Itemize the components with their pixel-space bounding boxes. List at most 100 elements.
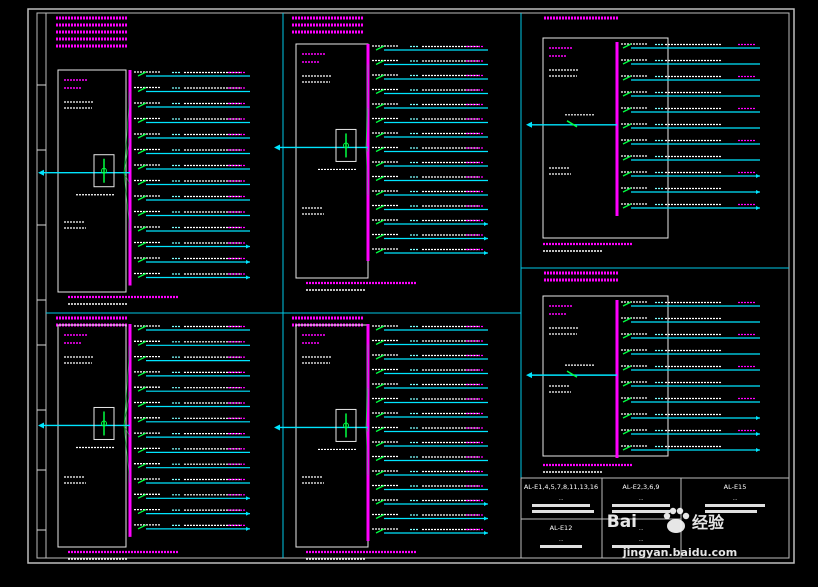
- title-cell-4-line-3: [705, 504, 765, 507]
- circuit-breaker-symbol: [137, 509, 147, 515]
- main-breaker-symbol: [566, 120, 578, 128]
- circuit-breaker-symbol: [622, 91, 632, 97]
- main-breaker-contact: [101, 420, 107, 427]
- circuit-breaker-symbol: [137, 401, 147, 408]
- interconnect-line: [123, 137, 131, 173]
- interconnect-line: [365, 427, 369, 476]
- interconnect-line: [123, 345, 131, 426]
- title-cell-2-line-1: AL-E2,3,6,9: [622, 483, 659, 491]
- outgoing-arrow-icon: [756, 448, 760, 452]
- circuit-breaker-symbol: [137, 371, 147, 377]
- main-breaker-frame: [335, 128, 357, 162]
- outgoing-arrow-icon: [484, 531, 488, 535]
- title-cell-4-line-4: [705, 510, 757, 513]
- outgoing-arrow-icon: [246, 496, 250, 501]
- circuit-breaker-symbol: [622, 203, 632, 209]
- circuit-breaker-symbol: [137, 102, 147, 108]
- incoming-arrow-icon: [274, 144, 280, 151]
- title-cell-5-line-2: ...: [639, 537, 644, 543]
- watermark-brand: Bai: [607, 512, 637, 532]
- outgoing-arrow-icon: [246, 244, 250, 249]
- circuit-breaker-symbol: [137, 356, 147, 362]
- circuit-breaker-symbol: [137, 325, 147, 331]
- interconnect-line: [365, 427, 369, 432]
- circuit-breaker-symbol: [137, 179, 147, 186]
- circuit-breaker-symbol: [375, 368, 385, 375]
- circuit-breaker-symbol: [375, 499, 385, 505]
- panel-enclosure-box: [57, 69, 127, 293]
- schematic-panel-6: [526, 271, 760, 473]
- title-cell-2-line-2: ...: [639, 496, 644, 502]
- circuit-breaker-symbol: [622, 155, 632, 161]
- circuit-breaker-symbol: [137, 257, 147, 263]
- interconnect-line: [365, 64, 369, 148]
- title-cell-5-line-1: ...: [639, 526, 644, 532]
- circuit-breaker-symbol: [375, 117, 385, 124]
- circuit-breaker-symbol: [375, 175, 385, 182]
- circuit-breaker-symbol: [137, 524, 147, 530]
- sheet-inner-border: [36, 12, 790, 559]
- circuit-breaker-symbol: [375, 146, 385, 153]
- left-margin-ticks: [37, 84, 46, 531]
- circuit-breaker-symbol: [622, 139, 632, 145]
- incoming-arrow-icon: [526, 372, 532, 379]
- circuit-breaker-symbol: [375, 455, 385, 462]
- title-cell-5-line-3: [612, 545, 670, 548]
- outgoing-arrow-icon: [246, 526, 250, 531]
- title-block-frame: [520, 477, 790, 559]
- outgoing-arrow-icon: [246, 511, 250, 516]
- circuit-breaker-symbol: [137, 340, 147, 346]
- title-cell-3-line-3: [540, 545, 582, 548]
- panel-enclosure-box: [57, 324, 127, 548]
- circuit-breaker-symbol: [375, 132, 385, 138]
- circuit-breaker-symbol: [137, 493, 147, 499]
- circuit-breaker-symbol: [622, 107, 632, 113]
- circuit-breaker-symbol: [622, 413, 632, 419]
- circuit-breaker-symbol: [622, 381, 632, 387]
- schematic-panel-4: [38, 316, 250, 560]
- interconnect-line: [123, 172, 131, 232]
- baidu-paw-icon: [663, 507, 690, 533]
- circuit-breaker-symbol: [375, 59, 385, 66]
- interconnect-line: [123, 91, 131, 173]
- circuit-breaker-symbol: [137, 386, 147, 392]
- main-breaker-symbol: [566, 370, 578, 378]
- schematic-panel-5: [274, 316, 488, 560]
- outgoing-arrow-icon: [756, 432, 760, 436]
- circuit-breaker-symbol: [375, 339, 385, 346]
- circuit-breaker-symbol: [137, 148, 147, 155]
- title-cell-1-line-4: [532, 510, 594, 513]
- circuit-breaker-symbol: [375, 528, 385, 534]
- main-breaker-frame: [93, 406, 115, 440]
- interconnect-line: [123, 172, 131, 185]
- interconnect-line: [365, 344, 369, 428]
- main-breaker-contact: [101, 167, 107, 174]
- main-breaker-frame: [93, 154, 115, 188]
- incoming-arrow-icon: [274, 424, 280, 431]
- circuit-breaker-symbol: [375, 426, 385, 433]
- interconnect-line: [123, 425, 131, 438]
- schematic-panels: [38, 16, 760, 560]
- interconnect-line: [365, 147, 369, 196]
- circuit-breaker-symbol: [375, 45, 385, 51]
- circuit-breaker-symbol: [137, 417, 147, 423]
- sheet-outer-border: [27, 8, 795, 564]
- circuit-breaker-symbol: [375, 354, 385, 360]
- interconnect-line: [365, 387, 369, 428]
- panel-enclosure-box: [542, 295, 669, 457]
- circuit-breaker-symbol: [137, 478, 147, 484]
- outgoing-arrow-icon: [484, 516, 488, 521]
- main-breaker-contact: [343, 422, 349, 429]
- circuit-breaker-symbol: [375, 325, 385, 331]
- circuit-breaker-symbol: [137, 432, 147, 438]
- circuit-breaker-symbol: [622, 317, 632, 323]
- circuit-breaker-symbol: [375, 484, 385, 491]
- title-cell-2-line-4: [612, 510, 670, 513]
- incoming-arrow-icon: [38, 169, 44, 176]
- outgoing-arrow-icon: [484, 222, 488, 226]
- title-block: AL-E1,4,5,7,8,11,13,16 ... AL-E2,3,6,9 .…: [520, 477, 790, 559]
- title-cell-1-line-1: AL-E1,4,5,7,8,11,13,16: [524, 483, 598, 491]
- circuit-breaker-symbol: [137, 164, 147, 170]
- circuit-breaker-symbol: [622, 429, 632, 435]
